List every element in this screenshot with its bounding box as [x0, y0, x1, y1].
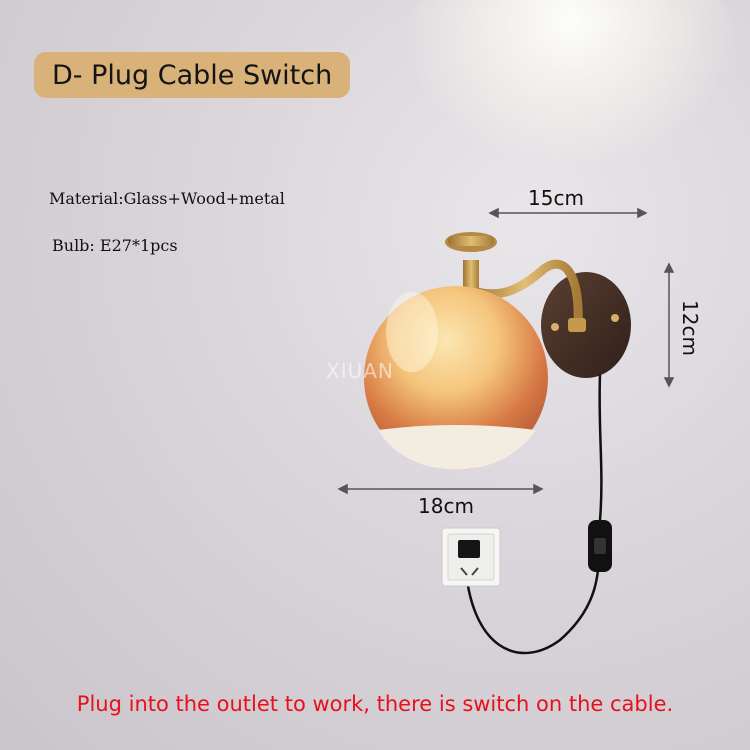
usage-caption: Plug into the outlet to work, there is s…	[76, 692, 674, 716]
brass-arm	[465, 259, 583, 330]
dimension-arrow-bottom	[337, 483, 544, 495]
bulb-spec: Bulb: E27*1pcs	[52, 236, 178, 255]
watermark: XIUAN	[326, 359, 394, 383]
power-cable	[463, 374, 603, 655]
screw-left	[551, 323, 559, 331]
product-title: D- Plug Cable Switch	[52, 59, 333, 91]
dimension-label-right: 12cm	[678, 300, 702, 356]
switch-toggle	[594, 538, 606, 554]
socket-ring	[448, 236, 494, 246]
lamp-socket	[463, 260, 479, 292]
socket-slot-right	[471, 567, 479, 576]
globe-highlight	[386, 292, 438, 372]
dimension-arrow-right	[663, 262, 675, 388]
glass-globe	[364, 286, 548, 470]
screw-right	[611, 314, 619, 322]
dimension-label-bottom: 18cm	[418, 494, 474, 518]
arm-mount	[568, 318, 586, 332]
globe-opening	[378, 425, 536, 470]
title-badge: D- Plug Cable Switch	[34, 52, 351, 98]
plug	[458, 540, 480, 558]
dimension-label-top: 15cm	[528, 186, 584, 210]
material-spec: Material:Glass+Wood+metal	[49, 189, 285, 208]
socket-slot-left	[460, 567, 468, 576]
dimension-arrow-top	[488, 207, 648, 219]
